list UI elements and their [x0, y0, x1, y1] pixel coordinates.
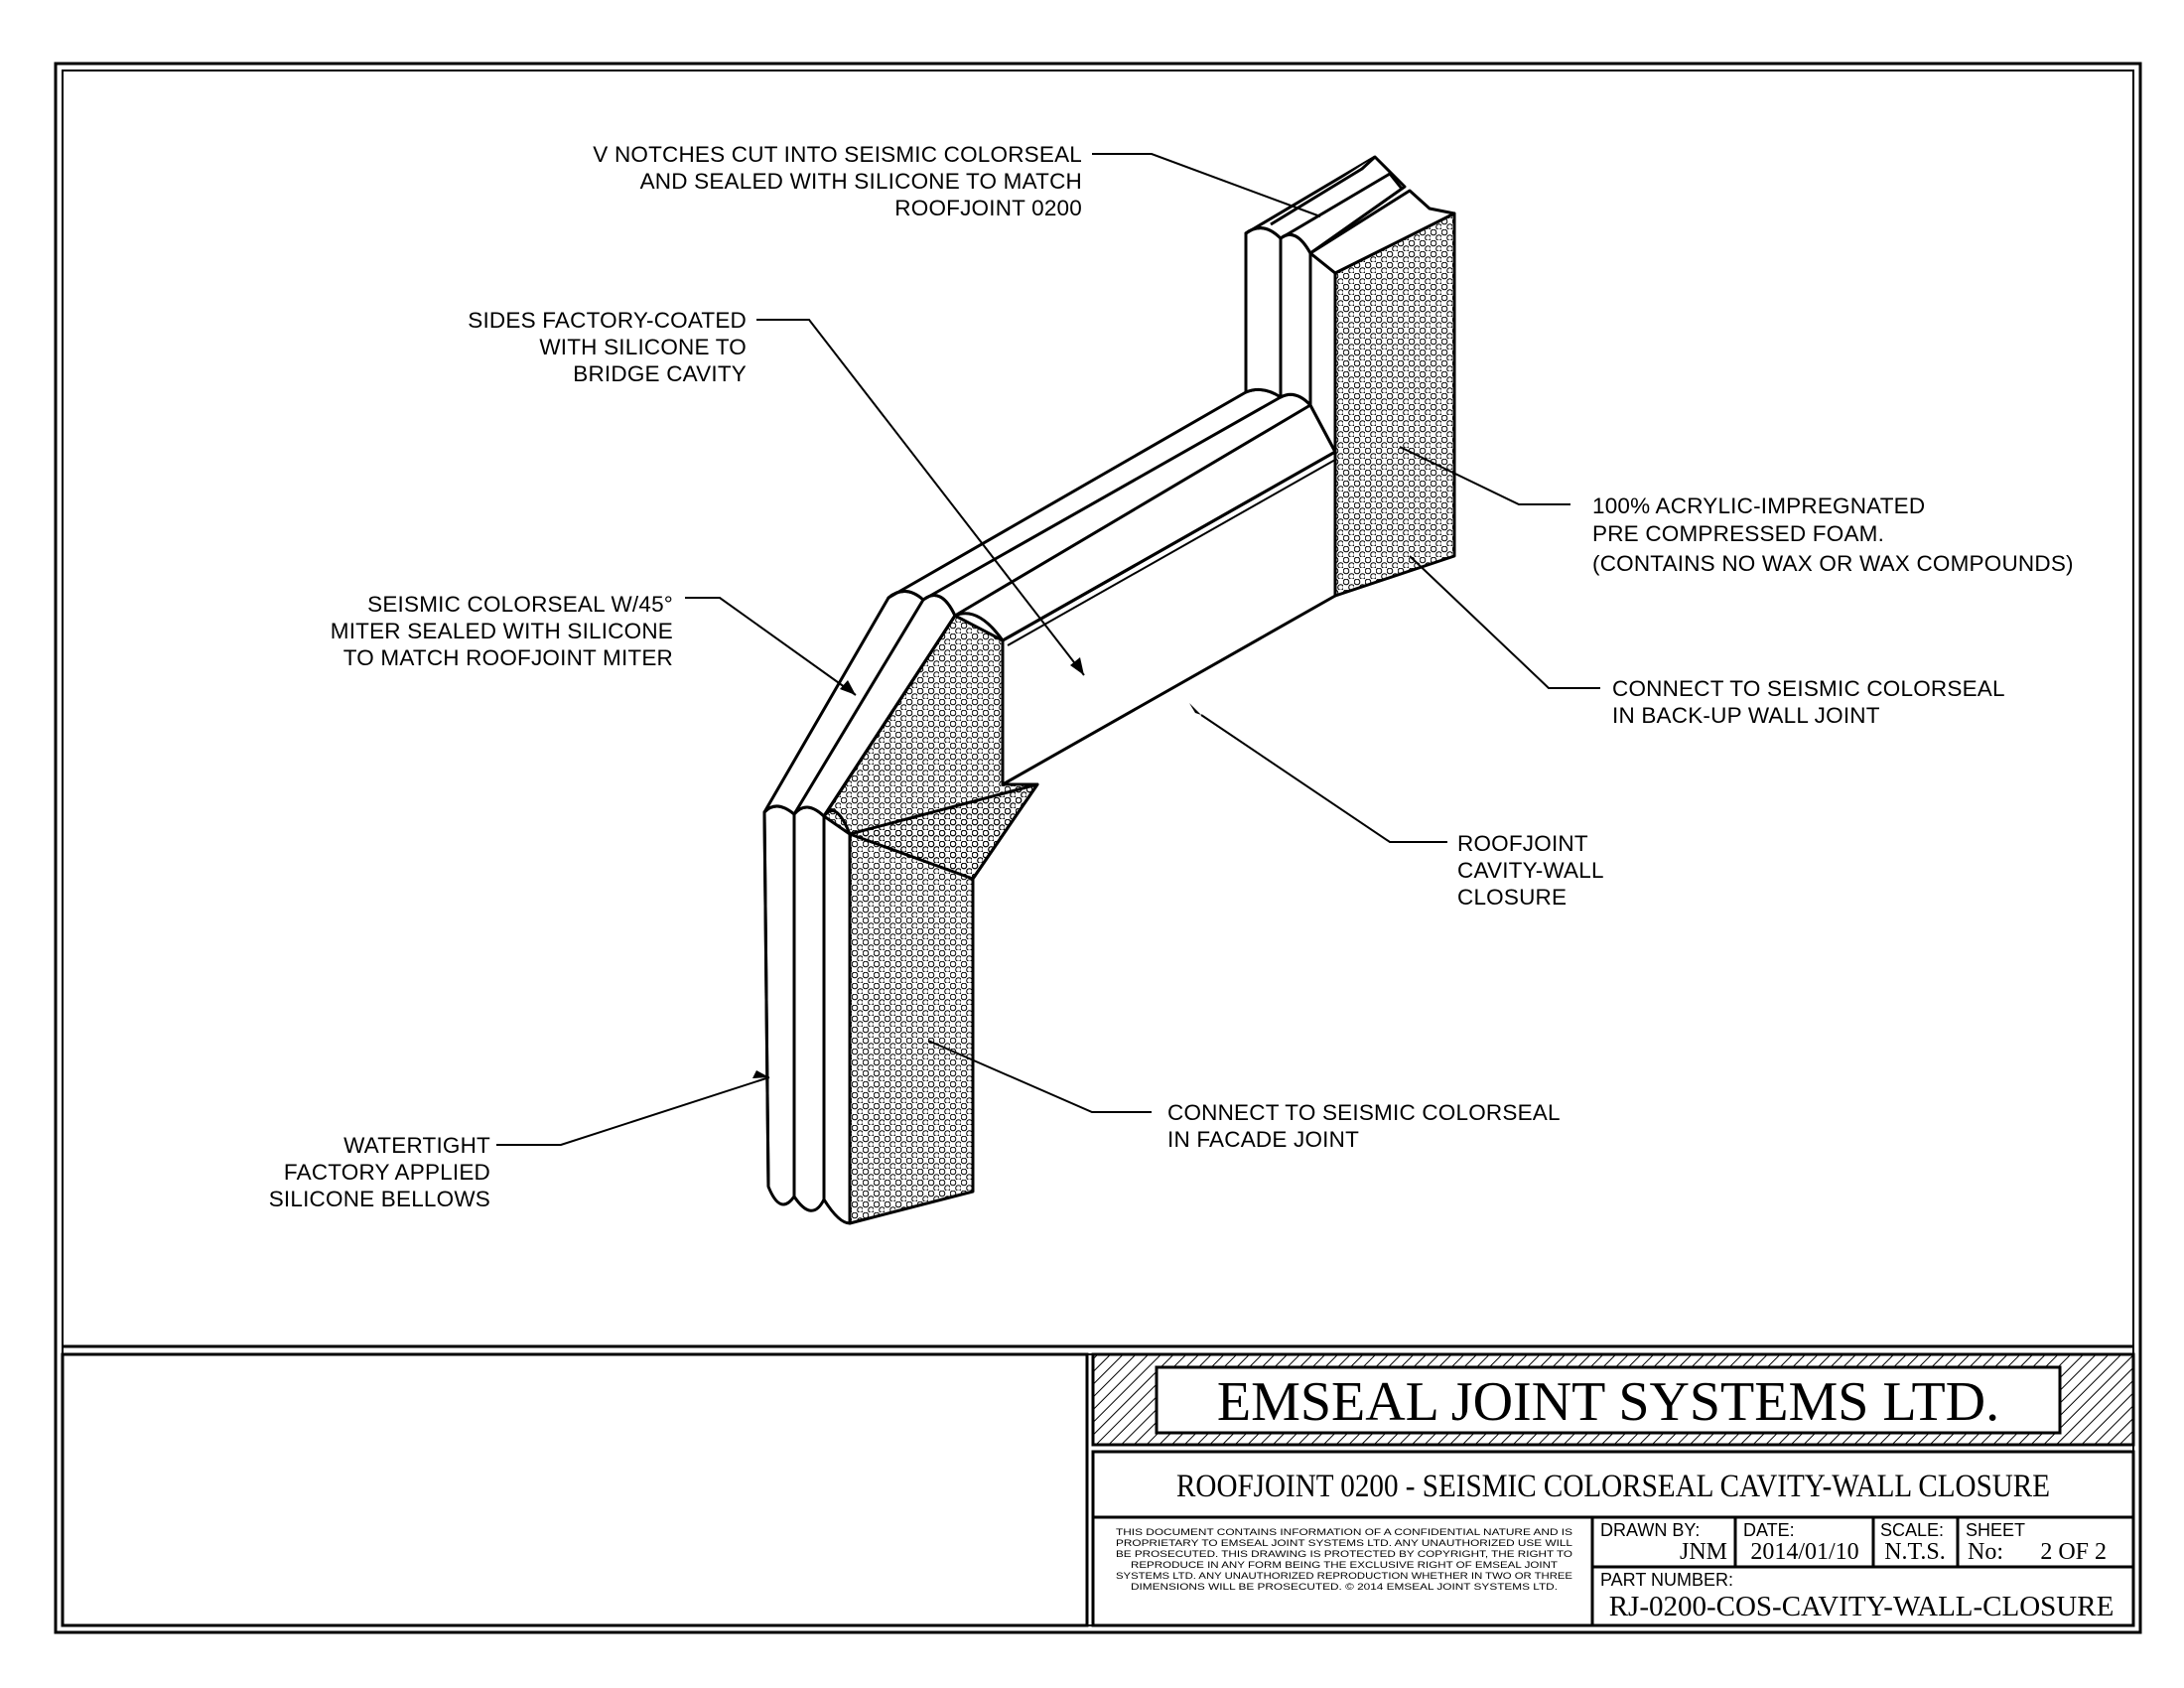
leader-sides-coated [756, 319, 1085, 676]
leader-closure [1200, 714, 1447, 843]
callout-miter-line-1: SEISMIC COLORSEAL W/45° [367, 592, 673, 617]
callout-closure-line-1: ROOFJOINT [1457, 831, 1588, 856]
callout-sides-coated-line-2: WITH SILICONE TO [539, 335, 747, 359]
sheet-no-label: No: [1968, 1539, 2003, 1565]
leader-backup-wall [1409, 555, 1600, 689]
legal-line-5: SYSTEMS LTD. ANY UNAUTHORIZED REPRODUCTI… [1116, 1571, 1572, 1581]
callout-sides-coated-line-3: BRIDGE CAVITY [573, 361, 747, 386]
callout-closure-line-3: CLOSURE [1457, 885, 1567, 910]
scale-value: N.T.S. [1884, 1539, 1946, 1565]
callout-backup-wall: CONNECT TO SEISMIC COLORSEAL IN BACK-UP … [1612, 676, 2005, 728]
callout-bellows-line-1: WATERTIGHT [343, 1133, 490, 1158]
callout-backup-wall-line-2: IN BACK-UP WALL JOINT [1612, 703, 1880, 728]
legal-line-4: REPRODUCE IN ANY FORM BEING THE EXCLUSIV… [1131, 1560, 1559, 1570]
legal-line-1: THIS DOCUMENT CONTAINS INFORMATION OF A … [1116, 1527, 1572, 1537]
drawing-title: ROOFJOINT 0200 - SEISMIC COLORSEAL CAVIT… [1176, 1469, 2050, 1504]
callout-bellows-line-3: SILICONE BELLOWS [269, 1187, 490, 1211]
callout-foam-line-2: PRE COMPRESSED FOAM. [1592, 521, 1884, 546]
arrowheads [752, 657, 1201, 1078]
callout-foam-line-3: (CONTAINS NO WAX OR WAX COMPOUNDS) [1592, 551, 2074, 576]
legal-line-2: PROPRIETARY TO EMSEAL JOINT SYSTEMS LTD.… [1116, 1538, 1572, 1548]
callout-sides-coated: SIDES FACTORY-COATED WITH SILICONE TO BR… [468, 308, 747, 386]
callout-miter: SEISMIC COLORSEAL W/45° MITER SEALED WIT… [331, 592, 673, 670]
callout-v-notches-line-1: V NOTCHES CUT INTO SEISMIC COLORSEAL [593, 142, 1082, 167]
outer-border [54, 62, 2142, 1634]
callout-facade-line-1: CONNECT TO SEISMIC COLORSEAL [1167, 1100, 1561, 1125]
upper-leg-bellows [1244, 226, 1312, 407]
leader-bellows [496, 1076, 770, 1146]
part-number-label: PART NUMBER: [1600, 1570, 1733, 1590]
callout-v-notches-line-2: AND SEALED WITH SILICONE TO MATCH [640, 169, 1082, 194]
callout-closure: ROOFJOINT CAVITY-WALL CLOSURE [1457, 831, 1604, 910]
sheet-label: SHEET [1966, 1520, 2025, 1540]
callout-backup-wall-line-1: CONNECT TO SEISMIC COLORSEAL [1612, 676, 2005, 701]
callout-foam: 100% ACRYLIC-IMPREGNATED PRE COMPRESSED … [1592, 493, 2074, 576]
callout-bellows-line-2: FACTORY APPLIED [284, 1160, 490, 1185]
part-number-value: RJ-0200-COS-CAVITY-WALL-CLOSURE [1609, 1591, 2115, 1622]
drawn-by-value: JNM [1680, 1539, 1727, 1565]
leader-facade [927, 1040, 1152, 1113]
date-value: 2014/01/10 [1750, 1539, 1858, 1565]
callout-facade-line-2: IN FACADE JOINT [1167, 1127, 1359, 1152]
title-block [61, 1352, 2135, 1627]
callout-sides-coated-line-1: SIDES FACTORY-COATED [468, 308, 747, 333]
callout-v-notches-line-3: ROOFJOINT 0200 [894, 196, 1082, 220]
scale-label: SCALE: [1880, 1520, 1944, 1540]
legal-notice: THIS DOCUMENT CONTAINS INFORMATION OF A … [1116, 1527, 1572, 1592]
company-name: EMSEAL JOINT SYSTEMS LTD. [1217, 1371, 1999, 1433]
leader-lines [496, 153, 1600, 1146]
callout-v-notches: V NOTCHES CUT INTO SEISMIC COLORSEAL AND… [593, 142, 1082, 220]
callout-facade: CONNECT TO SEISMIC COLORSEAL IN FACADE J… [1167, 1100, 1561, 1152]
notes-box [61, 1352, 1089, 1627]
callout-miter-line-3: TO MATCH ROOFJOINT MITER [343, 645, 673, 670]
legal-line-6: DIMENSIONS WILL BE PROSECUTED. © 2014 EM… [1131, 1582, 1558, 1592]
product-drawing [762, 155, 1456, 1225]
leader-miter [685, 597, 857, 696]
callout-foam-line-1: 100% ACRYLIC-IMPREGNATED [1592, 493, 1925, 518]
leader-v-notches [1092, 153, 1321, 217]
sheet-value: 2 OF 2 [2040, 1539, 2107, 1565]
leader-foam [1399, 446, 1570, 505]
callout-bellows: WATERTIGHT FACTORY APPLIED SILICONE BELL… [269, 1133, 490, 1211]
callout-miter-line-2: MITER SEALED WITH SILICONE [331, 619, 673, 643]
date-label: DATE: [1743, 1520, 1795, 1540]
upper-leg-foam [1333, 211, 1456, 598]
callout-closure-line-2: CAVITY-WALL [1457, 858, 1604, 883]
legal-line-3: BE PROSECUTED. THIS DRAWING IS PROTECTED… [1116, 1549, 1572, 1559]
drawn-by-label: DRAWN BY: [1600, 1520, 1700, 1540]
